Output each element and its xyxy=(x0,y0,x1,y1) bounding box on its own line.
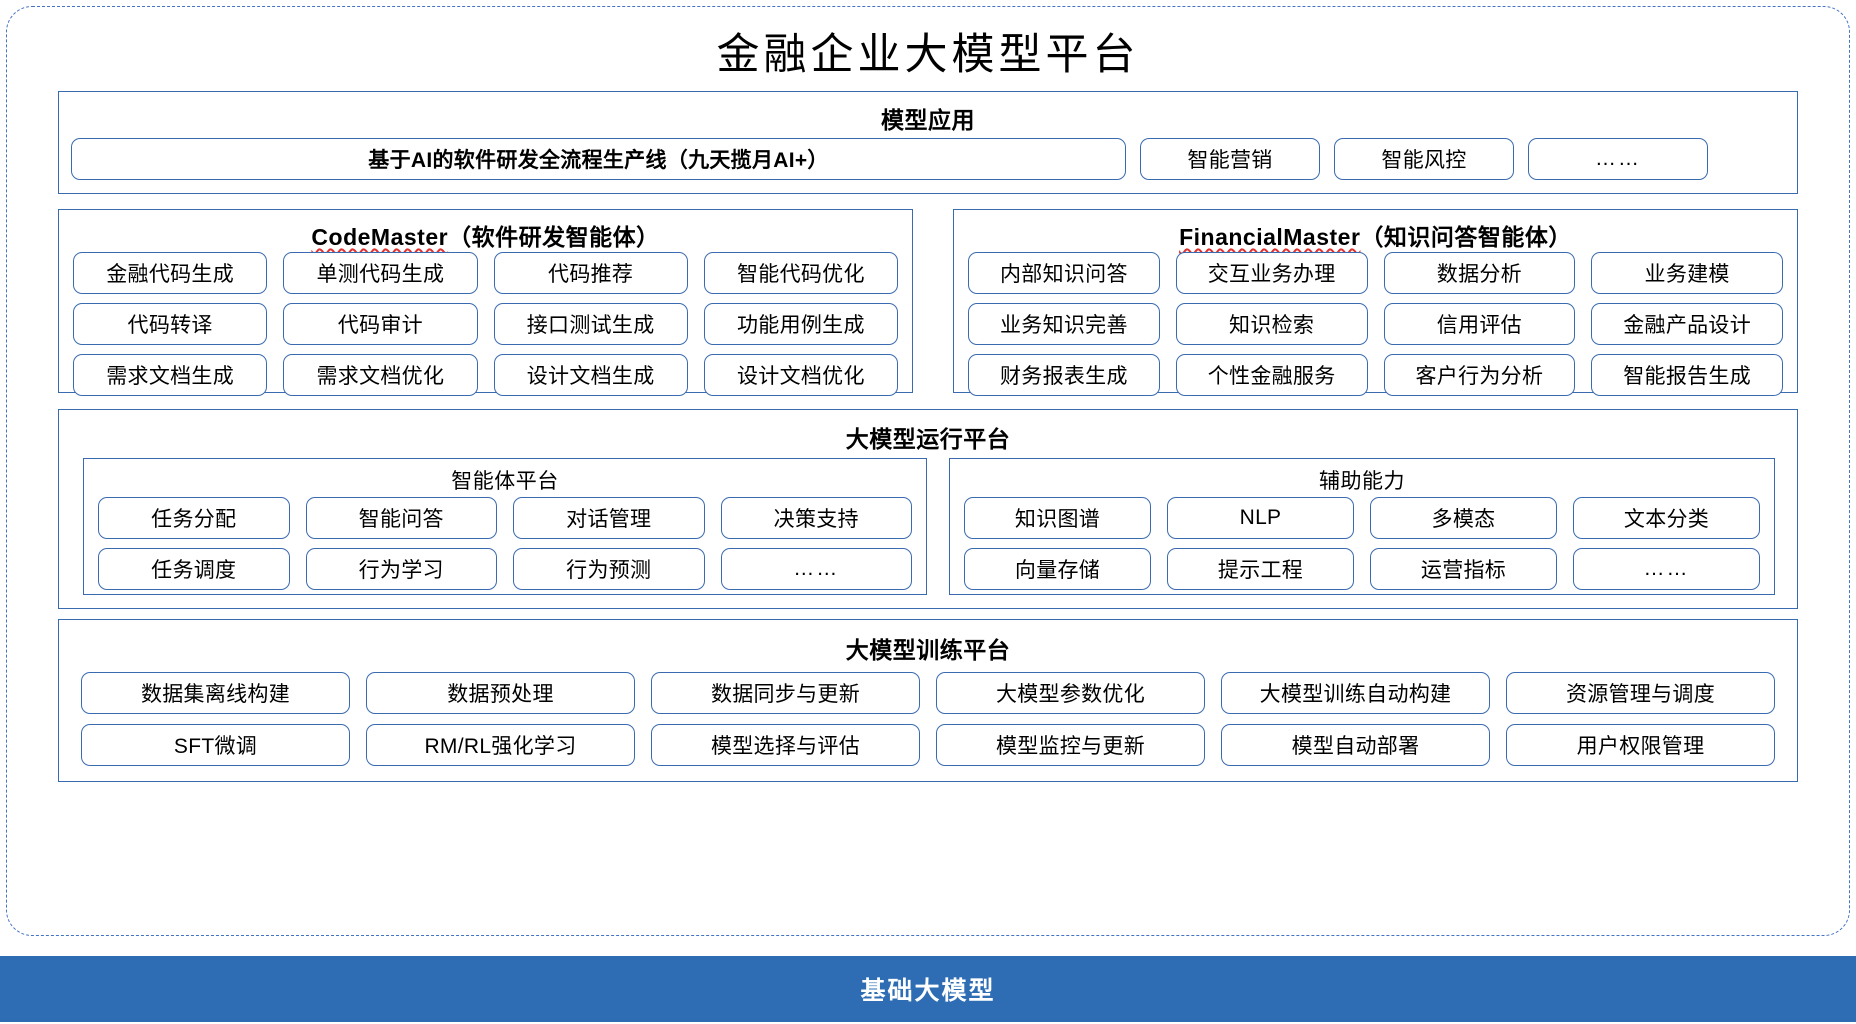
chip-more-agent-platform[interactable]: …… xyxy=(720,548,912,590)
chip-nlp[interactable]: NLP xyxy=(1167,497,1354,539)
financialmaster-title: FinancialMaster（知识问答智能体） xyxy=(954,218,1797,252)
chip-knowledge-graph[interactable]: 知识图谱 xyxy=(964,497,1151,539)
chip-model-monitor-update[interactable]: 模型监控与更新 xyxy=(936,724,1205,766)
assist-capability-panel: 辅助能力 知识图谱 NLP 多模态 文本分类 向量存储 提示工程 运营指标 …… xyxy=(949,458,1775,595)
chip-requirement-doc-optimize[interactable]: 需求文档优化 xyxy=(283,354,478,396)
financialmaster-row-3: 财务报表生成 个性金融服务 客户行为分析 智能报告生成 xyxy=(968,354,1783,396)
foundation-model-bar: 基础大模型 xyxy=(0,956,1856,1022)
train-platform-row-1: 数据集离线构建 数据预处理 数据同步与更新 大模型参数优化 大模型训练自动构建 … xyxy=(81,672,1775,714)
chip-data-sync-update[interactable]: 数据同步与更新 xyxy=(651,672,920,714)
chip-behavior-learning[interactable]: 行为学习 xyxy=(305,548,497,590)
train-platform-row-2: SFT微调 RM/RL强化学习 模型选择与评估 模型监控与更新 模型自动部署 用… xyxy=(81,724,1775,766)
chip-vector-storage[interactable]: 向量存储 xyxy=(964,548,1151,590)
chip-model-selection-evaluation[interactable]: 模型选择与评估 xyxy=(651,724,920,766)
chip-data-preprocessing[interactable]: 数据预处理 xyxy=(366,672,635,714)
page-title: 金融企业大模型平台 xyxy=(716,32,1140,79)
assist-capability-title: 辅助能力 xyxy=(1319,470,1405,493)
chip-code-audit[interactable]: 代码审计 xyxy=(283,303,478,345)
codemaster-chip-grid: 金融代码生成 单测代码生成 代码推荐 智能代码优化 代码转译 代码审计 接口测试… xyxy=(73,252,898,396)
chip-user-permission-management[interactable]: 用户权限管理 xyxy=(1506,724,1775,766)
financialmaster-suffix: （知识问答智能体） xyxy=(1360,224,1572,250)
agent-platform-title: 智能体平台 xyxy=(451,470,559,493)
run-platform-title: 大模型运行平台 xyxy=(845,426,1011,452)
model-application-chip-row: 基于AI的软件研发全流程生产线（九天揽月AI+） 智能营销 智能风控 …… xyxy=(71,138,1785,180)
chip-internal-knowledge-qa[interactable]: 内部知识问答 xyxy=(968,252,1160,294)
chip-more-applications[interactable]: …… xyxy=(1528,138,1708,180)
agent-platform-row-1: 任务分配 智能问答 对话管理 决策支持 xyxy=(98,497,912,539)
chip-requirement-doc-gen[interactable]: 需求文档生成 xyxy=(73,354,268,396)
chip-business-knowledge-improve[interactable]: 业务知识完善 xyxy=(968,303,1160,345)
chip-model-param-optimize[interactable]: 大模型参数优化 xyxy=(936,672,1205,714)
codemaster-row-1: 金融代码生成 单测代码生成 代码推荐 智能代码优化 xyxy=(73,252,898,294)
assist-capability-row-2: 向量存储 提示工程 运营指标 …… xyxy=(964,548,1760,590)
codemaster-row-3: 需求文档生成 需求文档优化 设计文档生成 设计文档优化 xyxy=(73,354,898,396)
chip-finance-code-gen[interactable]: 金融代码生成 xyxy=(73,252,268,294)
assist-capability-chip-grid: 知识图谱 NLP 多模态 文本分类 向量存储 提示工程 运营指标 …… xyxy=(964,497,1760,590)
chip-code-recommend[interactable]: 代码推荐 xyxy=(493,252,688,294)
codemaster-suffix: （软件研发智能体） xyxy=(448,224,660,250)
chip-unit-test-code-gen[interactable]: 单测代码生成 xyxy=(283,252,478,294)
chip-model-auto-deploy[interactable]: 模型自动部署 xyxy=(1221,724,1490,766)
agent-platform-row-2: 任务调度 行为学习 行为预测 …… xyxy=(98,548,912,590)
chip-personalized-finance-service[interactable]: 个性金融服务 xyxy=(1175,354,1368,396)
train-platform-panel: 大模型训练平台 数据集离线构建 数据预处理 数据同步与更新 大模型参数优化 大模… xyxy=(58,619,1798,782)
chip-text-classification[interactable]: 文本分类 xyxy=(1573,497,1760,539)
financialmaster-row-1: 内部知识问答 交互业务办理 数据分析 业务建模 xyxy=(968,252,1783,294)
chip-knowledge-retrieval[interactable]: 知识检索 xyxy=(1175,303,1368,345)
chip-decision-support[interactable]: 决策支持 xyxy=(720,497,912,539)
chip-interactive-business[interactable]: 交互业务办理 xyxy=(1175,252,1368,294)
chip-multimodal[interactable]: 多模态 xyxy=(1370,497,1557,539)
chip-smart-qa[interactable]: 智能问答 xyxy=(305,497,497,539)
chip-task-allocation[interactable]: 任务分配 xyxy=(98,497,290,539)
chip-resource-management-scheduling[interactable]: 资源管理与调度 xyxy=(1506,672,1775,714)
agent-platform-panel: 智能体平台 任务分配 智能问答 对话管理 决策支持 任务调度 行为学习 行为预测… xyxy=(83,458,927,595)
train-platform-title: 大模型训练平台 xyxy=(845,637,1011,663)
chip-more-assist-capability[interactable]: …… xyxy=(1573,548,1760,590)
codemaster-panel: CodeMaster（软件研发智能体） 金融代码生成 单测代码生成 代码推荐 智… xyxy=(58,209,913,396)
chip-design-doc-optimize[interactable]: 设计文档优化 xyxy=(703,354,898,396)
chip-smart-marketing[interactable]: 智能营销 xyxy=(1140,138,1320,180)
chip-ai-software-pipeline[interactable]: 基于AI的软件研发全流程生产线（九天揽月AI+） xyxy=(71,138,1126,180)
chip-smart-report-gen[interactable]: 智能报告生成 xyxy=(1591,354,1783,396)
chip-prompt-engineering[interactable]: 提示工程 xyxy=(1167,548,1354,590)
chip-code-translate[interactable]: 代码转译 xyxy=(73,303,268,345)
chip-rm-rl-reinforcement[interactable]: RM/RL强化学习 xyxy=(366,724,635,766)
chip-smart-risk-control[interactable]: 智能风控 xyxy=(1334,138,1514,180)
agent-platform-chip-grid: 任务分配 智能问答 对话管理 决策支持 任务调度 行为学习 行为预测 …… xyxy=(98,497,912,590)
chip-dialog-management[interactable]: 对话管理 xyxy=(513,497,705,539)
foundation-model-label: 基础大模型 xyxy=(860,977,996,1005)
chip-task-scheduling[interactable]: 任务调度 xyxy=(98,548,290,590)
model-application-panel: 模型应用 基于AI的软件研发全流程生产线（九天揽月AI+） 智能营销 智能风控 … xyxy=(58,91,1798,194)
chip-financial-report-gen[interactable]: 财务报表生成 xyxy=(968,354,1160,396)
chip-dataset-offline-build[interactable]: 数据集离线构建 xyxy=(81,672,350,714)
chip-smart-code-optimize[interactable]: 智能代码优化 xyxy=(703,252,898,294)
chip-design-doc-gen[interactable]: 设计文档生成 xyxy=(493,354,688,396)
chip-data-analysis[interactable]: 数据分析 xyxy=(1383,252,1576,294)
chip-behavior-prediction[interactable]: 行为预测 xyxy=(513,548,705,590)
codemaster-title: CodeMaster（软件研发智能体） xyxy=(59,218,912,252)
chip-sft-finetune[interactable]: SFT微调 xyxy=(81,724,350,766)
codemaster-row-2: 代码转译 代码审计 接口测试生成 功能用例生成 xyxy=(73,303,898,345)
chip-credit-evaluation[interactable]: 信用评估 xyxy=(1383,303,1576,345)
chip-operation-metrics[interactable]: 运营指标 xyxy=(1370,548,1557,590)
chip-customer-behavior-analysis[interactable]: 客户行为分析 xyxy=(1383,354,1576,396)
chip-business-modeling[interactable]: 业务建模 xyxy=(1591,252,1783,294)
chip-model-training-auto-build[interactable]: 大模型训练自动构建 xyxy=(1221,672,1490,714)
financialmaster-row-2: 业务知识完善 知识检索 信用评估 金融产品设计 xyxy=(968,303,1783,345)
codemaster-name: CodeMaster xyxy=(311,224,449,250)
chip-financial-product-design[interactable]: 金融产品设计 xyxy=(1591,303,1783,345)
financialmaster-panel: FinancialMaster（知识问答智能体） 内部知识问答 交互业务办理 数… xyxy=(953,209,1798,396)
assist-capability-row-1: 知识图谱 NLP 多模态 文本分类 xyxy=(964,497,1760,539)
run-platform-panel: 大模型运行平台 智能体平台 任务分配 智能问答 对话管理 决策支持 任务调度 行… xyxy=(58,409,1798,609)
train-platform-chip-grid: 数据集离线构建 数据预处理 数据同步与更新 大模型参数优化 大模型训练自动构建 … xyxy=(81,672,1775,766)
chip-function-case-gen[interactable]: 功能用例生成 xyxy=(703,303,898,345)
chip-api-test-gen[interactable]: 接口测试生成 xyxy=(493,303,688,345)
financialmaster-chip-grid: 内部知识问答 交互业务办理 数据分析 业务建模 业务知识完善 知识检索 信用评估… xyxy=(968,252,1783,396)
financialmaster-name: FinancialMaster xyxy=(1179,224,1361,250)
model-application-title: 模型应用 xyxy=(881,107,975,133)
